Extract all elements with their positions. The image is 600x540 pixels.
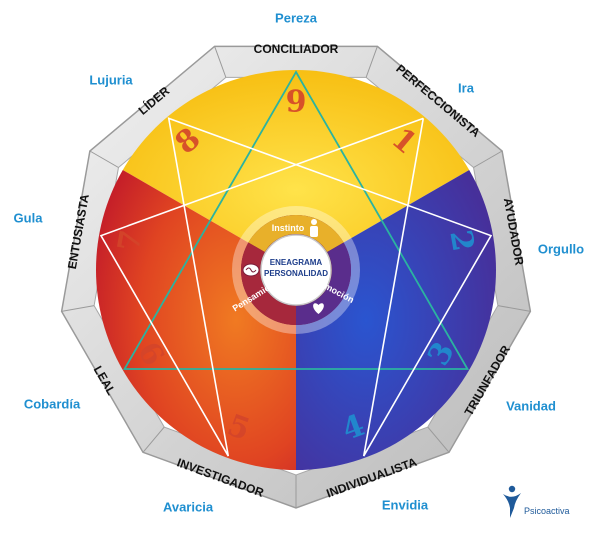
vice-label-1: Ira xyxy=(458,80,474,96)
brand-logo: Psicoactiva xyxy=(500,484,590,524)
rim-divider xyxy=(61,305,95,312)
vice-label-4: Envidia xyxy=(381,497,429,513)
center-title-line2: PERSONALIDAD xyxy=(264,269,328,278)
center-core xyxy=(260,234,332,306)
person-icon xyxy=(311,219,317,225)
rim-divider xyxy=(214,46,227,78)
color-sectors xyxy=(95,70,496,470)
rim-divider xyxy=(365,46,378,78)
rim-divider xyxy=(427,426,450,453)
vice-label-7: Gula xyxy=(13,210,43,226)
type-name-9: CONCILIADOR xyxy=(254,42,339,56)
rim-divider xyxy=(497,305,531,312)
vice-label-5: Avaricia xyxy=(162,499,214,515)
thinking-ring-segment xyxy=(241,242,296,325)
rim-divider xyxy=(89,150,119,168)
type-number-9: 9 xyxy=(286,85,307,120)
connection-lines xyxy=(99,70,493,457)
person-body-icon xyxy=(310,226,318,237)
instinct-ring-segment xyxy=(248,215,344,252)
center-title-line1: ENEAGRAMA xyxy=(270,258,323,267)
rim-divider xyxy=(142,426,165,453)
vice-label-6: Cobardía xyxy=(23,396,81,412)
triangle-line xyxy=(122,70,470,370)
vice-label-3: Vanidad xyxy=(506,398,556,414)
vice-label-2: Orgullo xyxy=(537,241,585,257)
instinct-label: Instinto xyxy=(272,223,305,233)
vice-label-8: Lujuria xyxy=(89,72,133,88)
brand-name: Psicoactiva xyxy=(524,506,570,516)
person-logo-icon xyxy=(503,485,521,518)
heart-icon xyxy=(313,303,324,314)
thinking-sector xyxy=(95,170,296,470)
rim-divider xyxy=(473,150,503,168)
feeling-sector xyxy=(296,170,496,470)
hexad-line xyxy=(99,117,493,457)
brain-fold-icon xyxy=(245,267,257,273)
vice-label-9: Pereza xyxy=(275,10,317,26)
feeling-ring-segment xyxy=(296,242,351,325)
center-circle: ENEAGRAMAPERSONALIDADInstintoEmociónPens… xyxy=(231,206,360,334)
